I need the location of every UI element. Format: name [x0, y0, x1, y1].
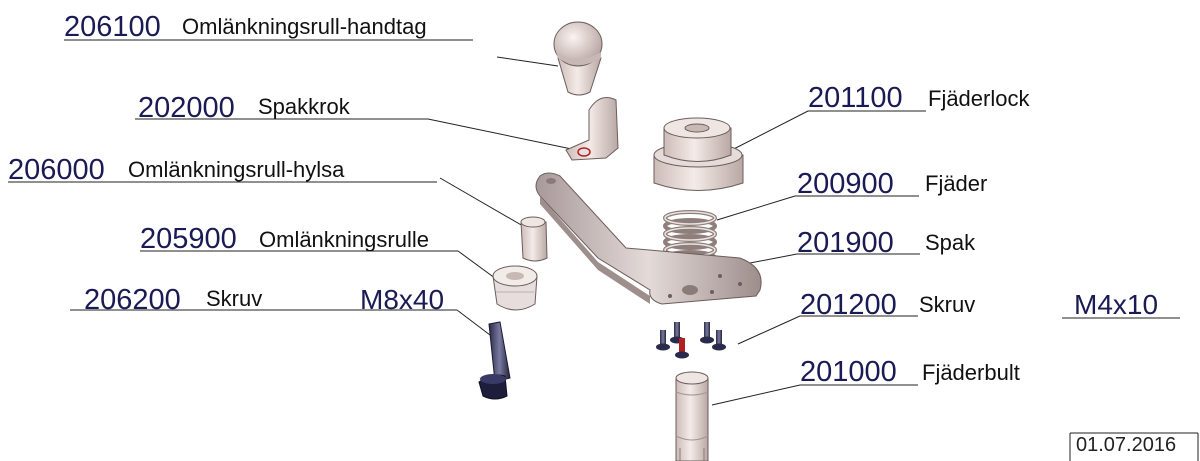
roller-sleeve-part: [520, 216, 548, 262]
handle-knob-part: [553, 21, 603, 96]
label-name-201000: Fjäderbult: [922, 360, 1020, 385]
lever-arm-part: [535, 172, 762, 305]
label-code-206100: 206100: [64, 11, 161, 43]
label-code-205900: 205900: [140, 223, 237, 255]
spring-cap-part: [653, 117, 744, 191]
spring-bolt-part: [675, 371, 709, 461]
label-code-206200: 206200: [84, 284, 181, 316]
label-name-206000: Omlänkningsrull-hylsa: [128, 157, 345, 182]
label-code-202000: 202000: [138, 92, 235, 124]
revision-date: 01.07.2016: [1076, 434, 1177, 456]
roller-part: [492, 265, 538, 311]
label-code-201100: 201100: [808, 82, 903, 114]
label-name-201100: Fjäderlock: [928, 86, 1030, 111]
label-name-202000: Spakkrok: [258, 94, 350, 119]
leader-lines: [8, 39, 1199, 461]
label-name-206100: Omlänkningsrull-handtag: [182, 14, 427, 39]
screws-m4x10-part: [656, 322, 726, 359]
lever-hook-part: [565, 97, 619, 161]
label-code-200900: 200900: [797, 168, 894, 200]
label-name-201200: Skruv: [919, 292, 976, 317]
label-name-205900: Omlänkningsrulle: [259, 227, 429, 252]
label-size-206200: M8x40: [360, 284, 445, 315]
label-code-201000: 201000: [800, 356, 897, 388]
label-size-201200: M4x10: [1074, 289, 1159, 320]
label-name-206200: Skruv: [206, 286, 263, 311]
bolt-m8x40-part: [478, 321, 511, 400]
label-name-200900: Fjäder: [925, 171, 988, 196]
label-code-201200: 201200: [800, 289, 897, 321]
label-name-201900: Spak: [925, 230, 976, 255]
label-code-206000: 206000: [8, 154, 105, 186]
label-code-201900: 201900: [797, 227, 894, 259]
